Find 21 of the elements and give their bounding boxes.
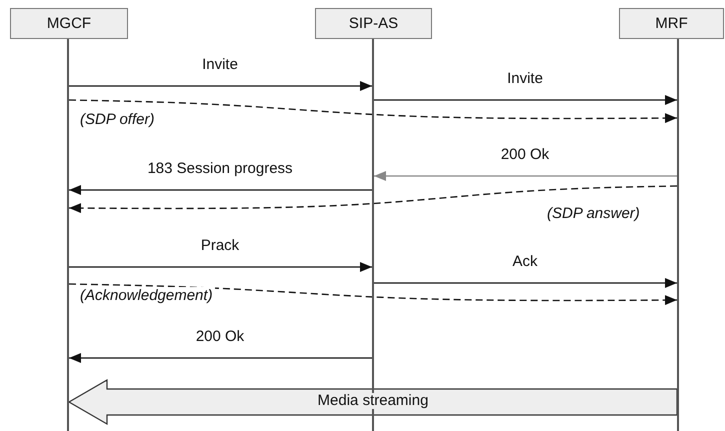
dashed-arrow xyxy=(68,283,677,306)
edge-label: Media streaming xyxy=(316,393,430,409)
arrow xyxy=(69,262,372,272)
arrow xyxy=(69,185,372,195)
participant-box: MRF xyxy=(619,8,724,39)
arrow xyxy=(374,95,677,105)
block-arrow xyxy=(68,378,678,426)
participant-box: MGCF xyxy=(10,8,128,39)
edge-label: (SDP offer) xyxy=(78,111,156,129)
dashed-arrow xyxy=(68,99,677,124)
lifeline xyxy=(372,39,374,431)
arrow xyxy=(69,81,372,91)
arrow xyxy=(374,278,677,288)
arrow xyxy=(374,171,677,181)
dashed-arrow xyxy=(69,185,678,214)
lifeline xyxy=(677,39,679,431)
participant-box: SIP-AS xyxy=(315,8,432,39)
edge-label: (SDP answer) xyxy=(545,205,642,223)
arrow xyxy=(69,353,372,363)
lifeline xyxy=(67,39,69,431)
edge-label: (Acknowledgement) xyxy=(78,287,215,305)
